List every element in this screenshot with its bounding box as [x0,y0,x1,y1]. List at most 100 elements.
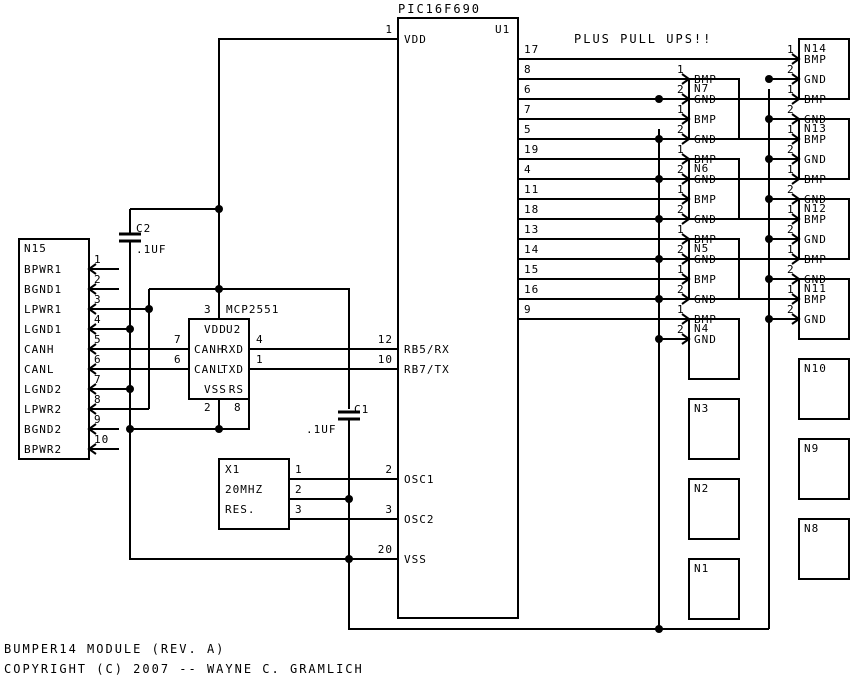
u2-vdd-label: VDD [204,323,227,336]
u2-ref-label: U2 [226,323,241,336]
sensor-ref-label: N4 [694,322,709,335]
n15-pin-arrow [87,403,97,415]
u1-body [397,17,519,619]
signal-arrow [681,233,691,245]
sensor-pin-number: 1 [787,203,795,216]
sensor-bmp-label: BMP [804,173,827,186]
u1-pin-number: 7 [524,103,532,116]
u1-pin-name: OSC2 [404,513,435,526]
sensor-connector-body [798,518,850,580]
signal-arrow [791,133,801,145]
n15-pin-number: 5 [94,333,102,346]
junction-dot [126,385,134,393]
junction-dot [215,205,223,213]
sensor-bmp-label: BMP [694,73,717,86]
sensor-pin-number: 1 [677,103,685,116]
n15-pin-number: 3 [94,293,102,306]
u1-pin-number: 18 [524,203,539,216]
sensor-ref-label: N14 [804,42,827,55]
sensor-connector-body [688,478,740,540]
title-line-1: BUMPER14 MODULE (REV. A) [4,642,225,656]
u1-pin-number: 10 [378,353,393,366]
n15-pin-number: 1 [94,253,102,266]
u2-pin-vdd: 3 [204,303,212,316]
sensor-ref-label: N1 [694,562,709,575]
u2-pin-canh: 7 [174,333,182,346]
x1-pin-3: 3 [295,503,303,516]
u2-rxd-label: RXD [221,343,244,356]
u1-pin-number: 15 [524,263,539,276]
u1-pin-name: VDD [404,33,427,46]
sensor-connector-body [798,118,850,180]
sensor-pin-number: 2 [787,63,795,76]
n15-pin-arrow [87,303,97,315]
signal-arrow [681,113,691,125]
u1-pin-number: 17 [524,43,539,56]
sensor-pin-number: 1 [677,183,685,196]
ground-junction [765,275,773,283]
sensor-ref-label: N12 [804,202,827,215]
x1-kind-label: RES. [225,503,256,516]
sensor-pin-number: 2 [787,263,795,276]
sensor-pin-number: 1 [677,223,685,236]
ground-junction [655,335,663,343]
n15-pin-arrow [87,423,97,435]
capacitor-plates [119,232,360,421]
sensor-gnd-label: GND [804,113,827,126]
u1-pin-number: 12 [378,333,393,346]
ground-arrow [681,333,691,345]
n15-pin-label: CANL [24,363,55,376]
sensor-pin-number: 2 [677,203,685,216]
ground-junction [765,195,773,203]
sensor-pin-number: 2 [787,303,795,316]
sensor-pin-number: 2 [677,323,685,336]
u1-ref-label: U1 [495,23,510,36]
c2-value-label: .1UF [136,243,167,256]
sensor-bmp-label: BMP [694,233,717,246]
sensor-bmp-label: BMP [694,273,717,286]
u2-txd-label: TXD [221,363,244,376]
sensor-bmp-label: BMP [804,213,827,226]
sensor-bmp-label: BMP [804,253,827,266]
sensor-pin-number: 2 [787,223,795,236]
n15-pin-number: 6 [94,353,102,366]
sensor-gnd-label: GND [694,333,717,346]
sensor-gnd-label: GND [804,273,827,286]
n15-pin-arrow [87,263,97,275]
x1-pin-1: 1 [295,463,303,476]
sensor-gnd-label: GND [804,153,827,166]
sensor-pin-number: 1 [677,303,685,316]
sensor-connector-body [798,358,850,420]
u1-pin-number: 8 [524,63,532,76]
u2-part-label: MCP2551 [226,303,279,316]
u2-pin-canl: 6 [174,353,182,366]
sensor-bmp-label: BMP [694,313,717,326]
sensor-connector-body [688,398,740,460]
x1-value-label: 20MHZ [225,483,263,496]
n15-pin-label: LGND2 [24,383,62,396]
u1-pin-number: 9 [524,303,532,316]
sensor-ref-label: N10 [804,362,827,375]
n15-pin-label: BGND2 [24,423,62,436]
signal-arrow [681,153,691,165]
junction-dot [345,495,353,503]
junction-dot [126,325,134,333]
u1-pin-number: 3 [385,503,393,516]
u1-pin-name: RB7/TX [404,363,450,376]
n15-pin-arrow [87,383,97,395]
ground-arrow [791,153,801,165]
sensor-connector-body [798,438,850,500]
n15-pin-label: BPWR1 [24,263,62,276]
sensor-pin-number: 2 [677,243,685,256]
u1-pin-number: 6 [524,83,532,96]
n15-pin-label: CANH [24,343,55,356]
sensor-ref-label: N3 [694,402,709,415]
sensor-pin-number: 2 [677,123,685,136]
sensor-connector-body [798,38,850,100]
ground-junction [765,75,773,83]
ground-junction [765,315,773,323]
signal-arrow [791,293,801,305]
u1-pin-number: 5 [524,123,532,136]
sensor-connector-body [688,318,740,380]
x1-ref-label: X1 [225,463,240,476]
